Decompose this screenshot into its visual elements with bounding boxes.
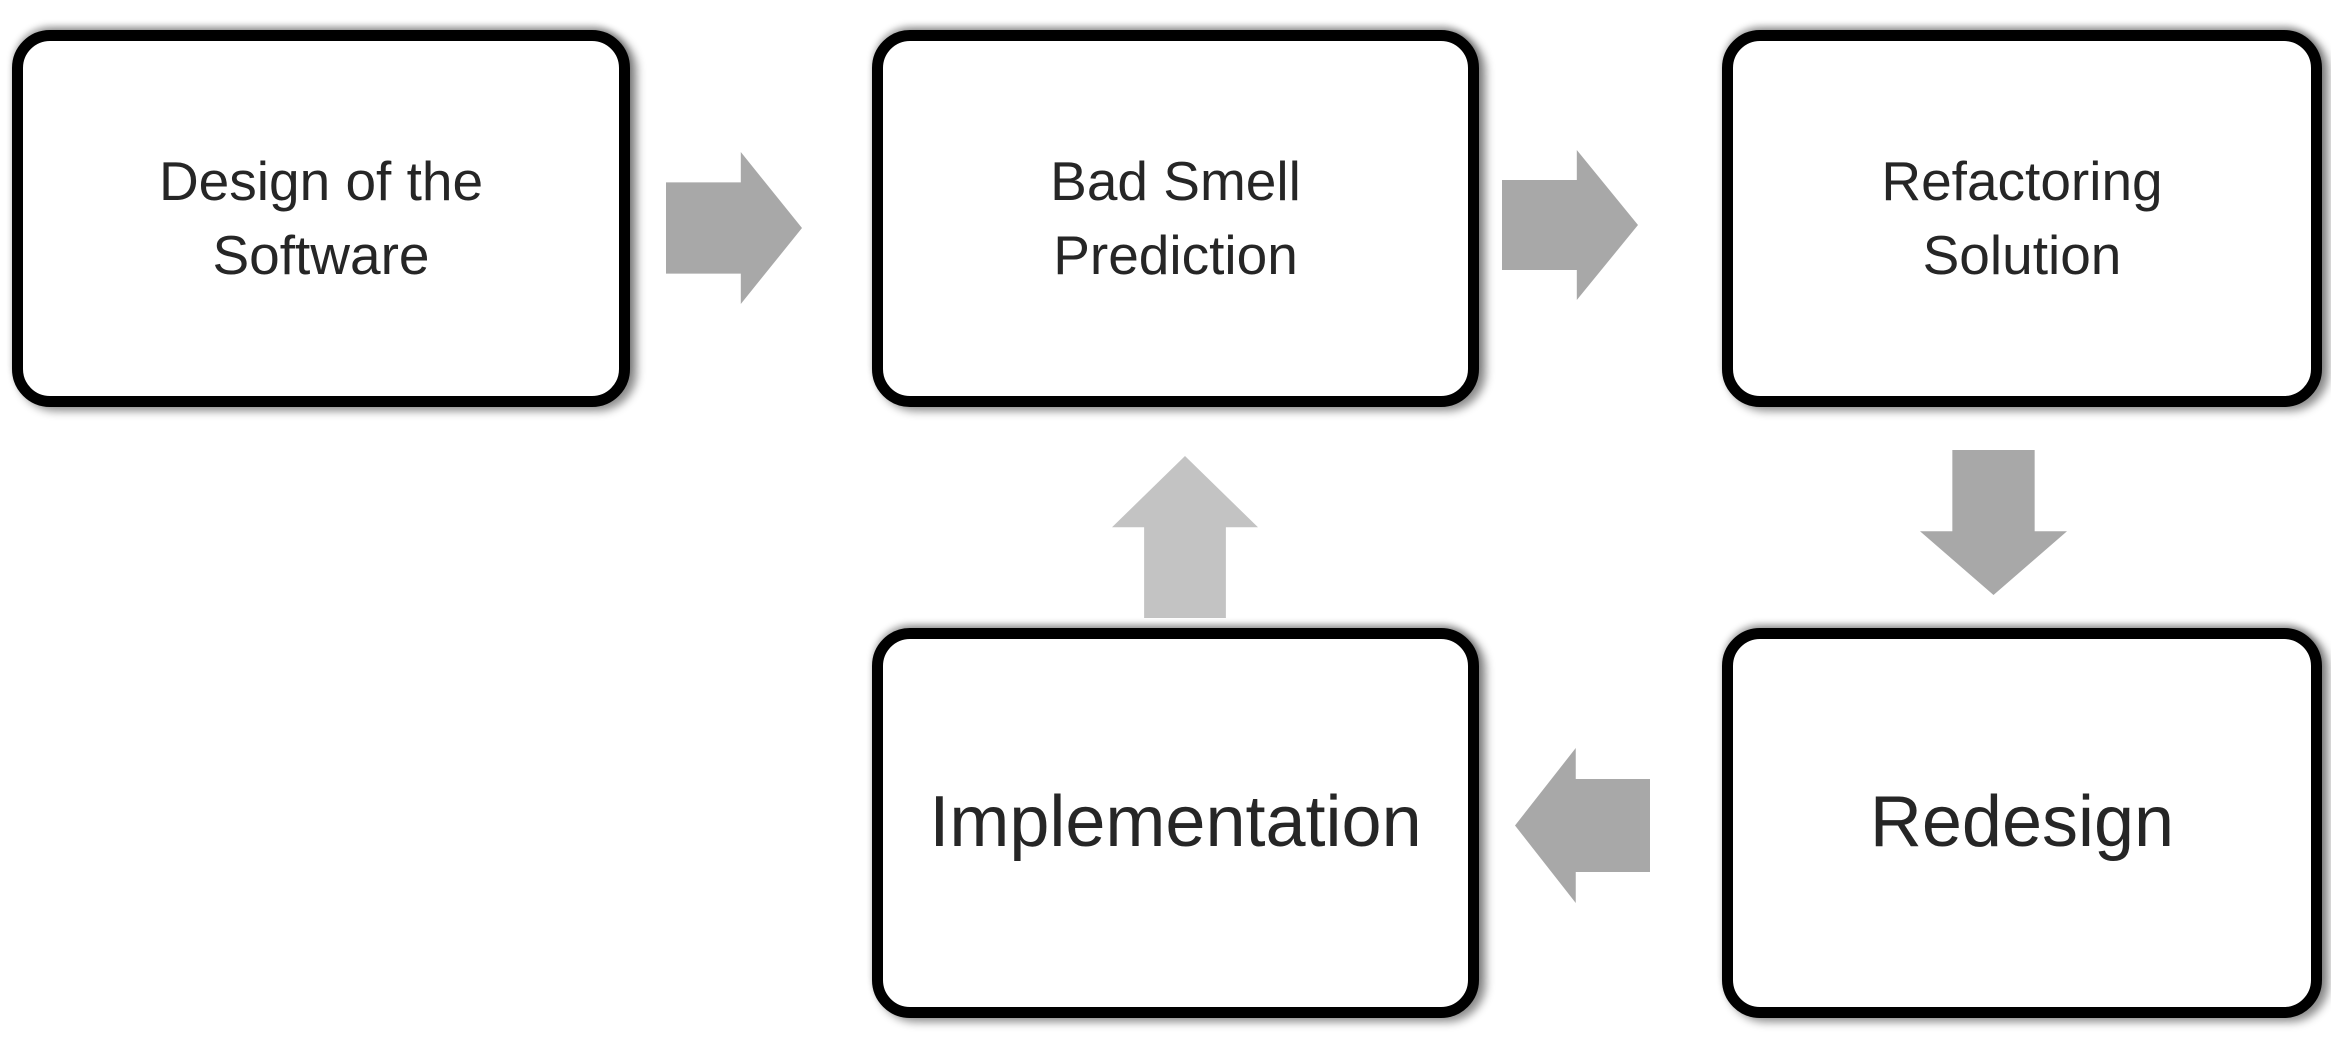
node-implementation: Implementation [872, 628, 1479, 1018]
arrow-down-icon [1920, 450, 2067, 595]
node-design-of-the-software: Design of the Software [12, 30, 630, 407]
node-label: Design of the Software [158, 150, 484, 286]
node-label: Refactoring Solution [1881, 150, 2163, 286]
node-label: Bad Smell Prediction [1050, 150, 1301, 286]
node-label: Redesign [1869, 782, 2175, 863]
node-refactoring-solution: Refactoring Solution [1722, 30, 2322, 407]
arrow-right-icon [666, 152, 802, 304]
arrow-right-icon [1502, 150, 1638, 300]
arrow-up-icon [1112, 456, 1258, 618]
node-bad-smell-prediction: Bad Smell Prediction [872, 30, 1479, 407]
node-redesign: Redesign [1722, 628, 2322, 1018]
arrow-left-icon [1515, 748, 1650, 903]
node-label: Implementation [929, 782, 1422, 863]
